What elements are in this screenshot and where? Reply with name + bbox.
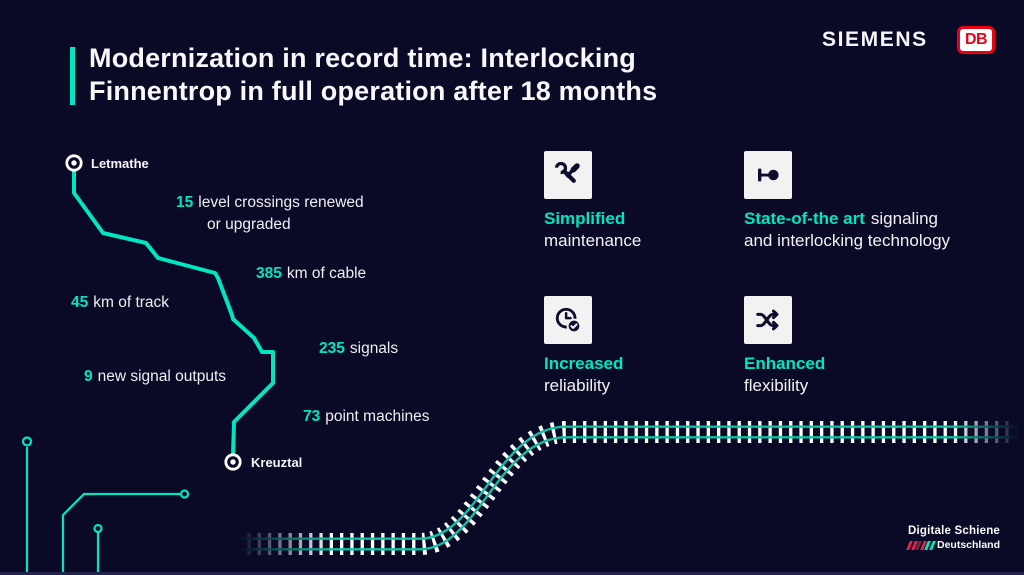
feature-text: Enhanced flexibility — [744, 353, 1024, 397]
feature-text: State-of-the art signaling and interlocki… — [744, 208, 1024, 252]
clock-check-icon — [555, 307, 582, 334]
title-line-2: Finnentrop in full operation after 18 mo… — [89, 76, 658, 106]
stat-label: km of track — [93, 294, 170, 311]
digitale-schiene-logo: Digitale Schiene Deutschland — [906, 525, 1008, 551]
siemens-logo: SIEMENS — [822, 28, 928, 51]
railway-track — [237, 421, 1024, 555]
railway-sleepers — [237, 421, 1024, 555]
feature-enhanced-flexibility: Enhanced flexibility — [744, 296, 1024, 397]
feature-rest-line2: and interlocking technology — [744, 231, 951, 250]
shuffle-arrows-icon — [756, 309, 779, 331]
dsd-hash-stripes-icon — [906, 540, 935, 550]
dsd-logo-line1: Digitale Schiene — [908, 525, 1001, 537]
feature-text: Simplified maintenance — [544, 208, 824, 252]
feature-rest-line2: maintenance — [544, 231, 642, 250]
station-label-kreuztal: Kreuztal — [251, 455, 303, 470]
stat-value: 385 — [256, 265, 282, 282]
railway-rail-top — [237, 425, 1024, 540]
title-accent-bar — [70, 47, 75, 105]
feature-rest-line1: signaling — [870, 209, 939, 228]
stat-label: point machines — [325, 408, 430, 425]
icon-box — [544, 151, 592, 199]
stat-value: 15 — [176, 194, 194, 211]
title-line-1: Modernization in record time: Interlocki… — [89, 43, 636, 73]
feature-rest-line2: reliability — [544, 376, 611, 395]
feature-rest-line2: flexibility — [744, 376, 809, 395]
feature-highlight: Simplified — [544, 209, 626, 228]
feature-highlight: Enhanced — [744, 354, 826, 373]
stat-label-line2: or upgraded — [207, 216, 291, 233]
stat-value: 73 — [303, 408, 321, 425]
icon-box — [544, 296, 592, 344]
station-marker-letmathe — [65, 154, 83, 172]
feature-highlight: State-of-the art — [744, 209, 865, 228]
signal-icon — [758, 168, 779, 182]
icon-box — [744, 151, 792, 199]
feature-signaling-technology: State-of-the art signaling and interlocki… — [744, 151, 1024, 252]
wrench-screwdriver-icon — [554, 161, 580, 183]
station-marker-kreuztal — [224, 453, 242, 471]
railway-rail-bottom — [237, 436, 1024, 551]
stat-value: 235 — [319, 340, 345, 357]
stat-value: 45 — [71, 294, 89, 311]
db-logo-text: DB — [964, 31, 988, 48]
feature-highlight: Increased — [544, 354, 624, 373]
stat-label: km of cable — [286, 265, 367, 282]
feature-simplified-maintenance: Simplified maintenance — [544, 151, 824, 252]
route-line — [72, 169, 275, 457]
page-title: Modernization in record time: Interlocki… — [89, 42, 657, 108]
stat-label: new signal outputs — [97, 368, 227, 385]
feature-increased-reliability: Increased reliability — [544, 296, 824, 397]
feature-text: Increased reliability — [544, 353, 824, 397]
stat-label: level crossings renewed — [198, 194, 364, 211]
circuit-decoration — [21, 436, 190, 575]
dsd-logo-line2: Deutschland — [906, 539, 1008, 551]
station-label-letmathe: Letmathe — [91, 156, 149, 171]
stat-label: signals — [349, 340, 399, 357]
bottom-edge-strip — [0, 572, 1024, 575]
dsd-logo-country: Deutschland — [937, 539, 1001, 551]
db-logo: DB — [957, 26, 995, 54]
stat-value: 9 — [84, 368, 93, 385]
icon-box — [744, 296, 792, 344]
